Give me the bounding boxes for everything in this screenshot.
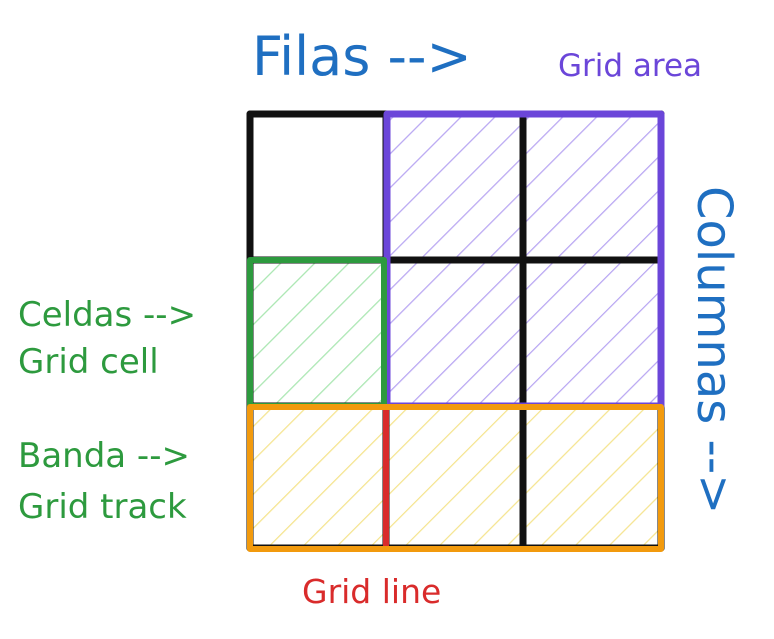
columnas-label: Columnas --> <box>686 186 742 514</box>
grid-line-label: Grid line <box>302 572 441 611</box>
grid-track-outline <box>247 404 664 552</box>
grid-cell-label: Grid cell <box>18 342 159 382</box>
grid-track-fill <box>250 406 661 548</box>
celdas-label: Celdas --> <box>18 295 196 335</box>
filas-label: Filas --> <box>252 25 472 88</box>
banda-label: Banda --> <box>18 436 190 476</box>
grid-area-label: Grid area <box>558 48 702 84</box>
grid-track-label: Grid track <box>18 487 187 527</box>
grid-cell-fill <box>250 260 384 406</box>
